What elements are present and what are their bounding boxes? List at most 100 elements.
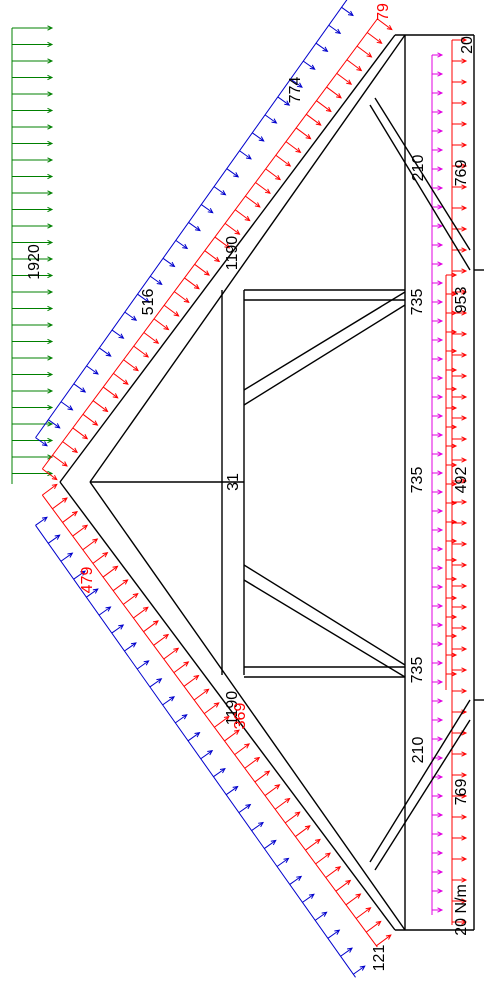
- magenta-chord-arrow-head: [437, 280, 444, 286]
- red-top-arrow-head: [356, 65, 363, 72]
- red-bottom-arrow: [92, 552, 108, 564]
- red-bottom-arrow: [295, 825, 311, 837]
- blue-bottom-arrow-head: [143, 660, 150, 666]
- red-bottom-arrow-head: [132, 592, 139, 599]
- green-load-arrow-head: [47, 272, 54, 279]
- magenta-chord-arrow-head: [437, 717, 444, 723]
- red-top-arrow: [265, 168, 281, 181]
- red-bottom-arrow-head: [61, 497, 68, 503]
- blue-bottom-arrow: [98, 606, 111, 616]
- red-top-arrow: [204, 250, 220, 262]
- blue-top-arrow-head: [169, 261, 176, 268]
- blue-bottom-arrow-head: [169, 696, 175, 702]
- red-top-arrow-head: [122, 379, 129, 385]
- red-chord-mid-arrow-head: [451, 614, 458, 620]
- bottom-blue-end-label: 121: [371, 945, 388, 972]
- red-bottom-arrow: [284, 811, 301, 824]
- red-chord-mid-arrow-head: [451, 386, 458, 392]
- red-top-arrow-head: [204, 270, 210, 276]
- blue-top-arrow-head: [347, 10, 354, 17]
- red-chord-arrow-head: [461, 751, 468, 757]
- red-bottom-arrow-head: [244, 743, 251, 749]
- red-bottom-arrow-head: [233, 729, 240, 735]
- red-top-arrow: [305, 113, 322, 126]
- top-diag-force-label: 1190: [224, 236, 241, 271]
- red-chord-arrow-head: [461, 79, 468, 85]
- red-top-arrow: [52, 454, 68, 467]
- green-load-arrow-head: [47, 173, 54, 180]
- green-load-arrow-head: [47, 338, 54, 345]
- blue-bottom-arrow-head: [334, 929, 341, 935]
- red-top-arrow-head: [366, 52, 373, 58]
- magenta-chord-arrow-head: [437, 413, 444, 419]
- red-chord-arrow-head: [461, 58, 468, 64]
- red-top-arrow: [275, 154, 291, 167]
- red-top-arrow: [42, 468, 58, 481]
- bottom-diag-force-label: 1190: [224, 691, 241, 726]
- green-load-arrow-head: [47, 107, 54, 114]
- blue-top-arrow-head: [284, 100, 291, 106]
- chord-upper-label: 769: [453, 160, 470, 187]
- red-bottom-arrow: [325, 866, 341, 878]
- web-force-upper-label: 735: [409, 289, 426, 316]
- red-chord-mid-arrow-head: [451, 652, 458, 658]
- red-top-arrow: [377, 18, 393, 31]
- red-bottom-arrow-head: [335, 866, 342, 872]
- red-bottom-arrow-head: [254, 756, 261, 763]
- blue-bottom-arrow: [251, 822, 264, 831]
- green-load-arrow-head: [47, 421, 54, 427]
- magenta-chord-arrow-head: [437, 375, 444, 381]
- blue-top-arrow: [35, 437, 48, 447]
- blue-bottom-arrow-head: [359, 965, 366, 971]
- blue-load-bottom-rafter: [35, 516, 366, 978]
- red-top-arrow-head: [61, 461, 68, 467]
- green-load-arrow-head: [47, 239, 54, 246]
- red-top-arrow-head: [264, 188, 271, 194]
- blue-bottom-arrow: [175, 714, 188, 724]
- magenta-chord-arrow-head: [437, 888, 444, 894]
- red-top-arrow-head: [336, 93, 342, 99]
- blue-top-arrow: [252, 132, 264, 142]
- blue-top-arrow: [201, 204, 213, 214]
- blue-bottom-arrow: [225, 786, 238, 796]
- bottom-red-low-label: 369: [232, 703, 249, 730]
- blue-bottom-arrow: [264, 840, 277, 849]
- red-top-arrow: [184, 277, 200, 290]
- green-load-label: 1920: [26, 244, 43, 280]
- top-blue-upper-label: 516: [140, 289, 157, 316]
- red-top-arrow: [336, 73, 352, 85]
- red-bottom-arrow: [72, 524, 88, 537]
- blue-bottom-arrow: [35, 516, 48, 526]
- red-chord-arrow-head: [461, 163, 468, 169]
- red-bottom-arrow-head: [365, 907, 372, 913]
- red-chord-mid-arrow-head: [451, 424, 458, 430]
- blue-top-arrow-head: [92, 369, 99, 375]
- red-top-arrow-head: [183, 297, 190, 304]
- magenta-chord-arrow-head: [437, 508, 444, 514]
- blue-bottom-arrow: [340, 947, 353, 957]
- blue-bottom-arrow: [60, 552, 73, 562]
- blue-bottom-arrow-head: [258, 821, 264, 828]
- red-bottom-arrow-head: [92, 538, 99, 544]
- blue-top-arrow: [277, 96, 290, 106]
- blue-top-arrow: [124, 311, 137, 321]
- blue-bottom-baseline: [35, 525, 356, 978]
- red-chord-arrow-head: [461, 142, 468, 148]
- blue-top-arrow-head: [309, 64, 316, 70]
- green-load-arrow-head: [47, 41, 54, 48]
- red-bottom-arrow-head: [193, 674, 200, 681]
- red-bottom-arrow-head: [274, 784, 281, 790]
- red-bottom-arrow-head: [153, 620, 159, 626]
- red-chord-mid-arrow-head: [451, 405, 458, 411]
- blue-bottom-arrow: [47, 534, 60, 544]
- red-load-top-rafter: [41, 18, 393, 481]
- magenta-chord-arrow-head: [437, 755, 444, 761]
- web-force-lower-label: 735: [409, 657, 426, 684]
- blue-bottom-arrow-head: [270, 839, 277, 846]
- magenta-chord-arrow-head: [437, 71, 444, 77]
- red-top-arrow: [255, 182, 271, 194]
- red-top-arrow: [102, 386, 118, 399]
- blue-bottom-arrow: [238, 804, 251, 814]
- red-top-arrow-head: [295, 147, 302, 154]
- magenta-chord-arrow-head: [437, 546, 444, 552]
